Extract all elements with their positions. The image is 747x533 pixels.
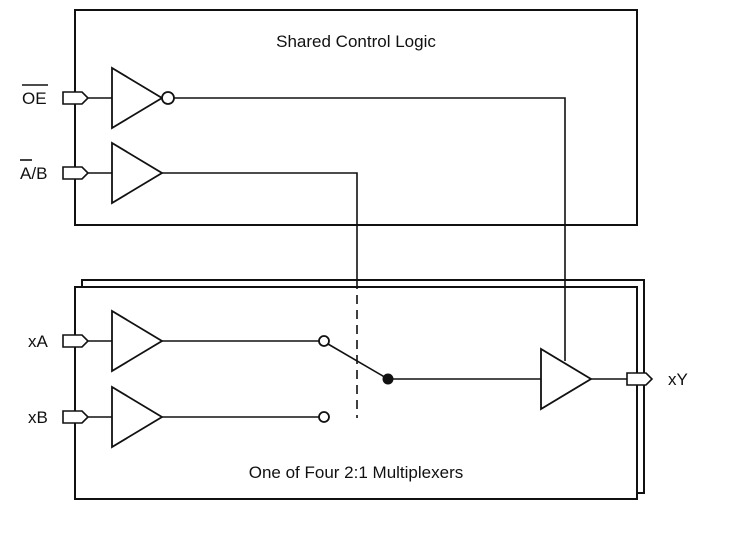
xa-pin xyxy=(62,334,112,348)
switch-arm xyxy=(327,343,389,380)
xy-pin-label: xY xyxy=(668,370,688,389)
ab-pin-label-b: /B xyxy=(31,164,47,183)
xy-pin xyxy=(626,372,654,386)
shared-control-logic-block xyxy=(74,9,638,226)
ab-pin-label-a: A xyxy=(20,164,32,183)
switch-contact-a xyxy=(318,335,330,347)
control-block-title: Shared Control Logic xyxy=(276,32,436,51)
oe-pin-label: OE xyxy=(22,89,47,108)
mux-block-title: One of Four 2:1 Multiplexers xyxy=(249,463,463,482)
ab-select-line xyxy=(162,172,358,280)
ab-pin-label: A/B xyxy=(20,164,47,183)
xb-buffer xyxy=(111,385,164,449)
oe-pin xyxy=(62,91,112,105)
switch-contact-b xyxy=(318,411,330,423)
xa-buffer xyxy=(111,309,164,373)
xb-pin xyxy=(62,410,112,424)
oe-inverter-buffer xyxy=(111,66,164,130)
ab-buffer xyxy=(111,141,164,205)
xa-pin-label: xA xyxy=(28,332,49,351)
ab-pin xyxy=(62,166,112,180)
oe-inversion-bubble xyxy=(161,91,175,105)
oe-enable-line xyxy=(174,97,566,361)
output-buffer xyxy=(540,347,593,411)
xb-pin-label: xB xyxy=(28,408,48,427)
